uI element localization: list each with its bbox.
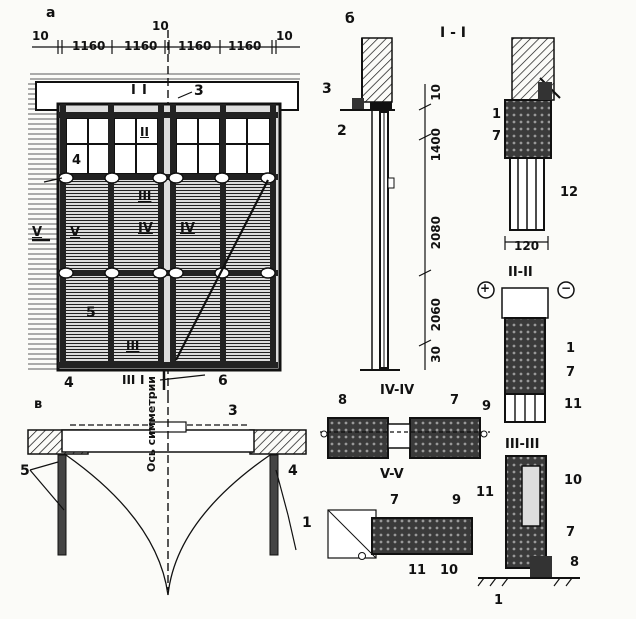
elev-label-6: 6 <box>218 373 228 389</box>
elev-label-I-bottom: I <box>140 373 145 387</box>
section-2-2 <box>477 281 575 423</box>
minus-symbol: − <box>561 281 572 295</box>
elev-label-III-center: III <box>138 189 152 203</box>
sec3-label-10: 10 <box>564 473 583 488</box>
elev-label-IV-right: IV <box>180 221 195 236</box>
dim-side-3: 2080 <box>429 216 443 250</box>
section-4-4 <box>320 417 490 459</box>
sec5-label-11: 11 <box>408 563 427 578</box>
dim-top-center: 10 <box>152 19 169 33</box>
sec1-label-12: 12 <box>560 185 579 200</box>
elev-label-III-lower: III <box>126 339 140 353</box>
plan-view <box>27 395 307 596</box>
sec4-label-7: 7 <box>450 393 460 408</box>
sec1-label-7: 7 <box>492 129 502 144</box>
elev-label-I: I <box>131 83 136 98</box>
view-b-label: б <box>345 11 355 27</box>
dim-120: 120 <box>514 239 540 253</box>
plus-symbol: + <box>480 281 491 295</box>
elev-label-V-inner: V <box>70 225 81 240</box>
plan-label-1: 1 <box>302 515 312 531</box>
plan-label-4: 4 <box>288 463 298 479</box>
sec3-label-11: 11 <box>476 485 495 500</box>
view-v-label: в <box>34 397 43 412</box>
section-1-1 <box>504 37 561 250</box>
sec1-label-1: 1 <box>492 107 502 122</box>
elev-label-I-b: I <box>142 83 147 98</box>
section-3-3 <box>477 455 580 587</box>
dim-side-4: 2060 <box>429 298 443 332</box>
dim-side-5: 30 <box>429 346 443 363</box>
elev-label-IV-left: IV <box>138 221 153 236</box>
dim-top-3: 1160 <box>124 39 158 53</box>
sec5-label-9: 9 <box>452 493 462 508</box>
section-5-5-title: V-V <box>380 467 404 482</box>
dim-top-2: 1160 <box>72 39 106 53</box>
side-section-view <box>340 37 432 371</box>
dim-side-2: 1400 <box>429 128 443 162</box>
sec2-label-11: 11 <box>564 397 583 412</box>
side-label-2: 2 <box>337 123 347 139</box>
sec3-label-1: 1 <box>494 593 504 608</box>
section-4-4-title: IV-IV <box>380 383 415 398</box>
sec5-label-7: 7 <box>390 493 400 508</box>
sec2-label-7: 7 <box>566 365 576 380</box>
sec4-label-8: 8 <box>338 393 348 408</box>
section-5-5 <box>327 509 473 560</box>
sec3-label-8: 8 <box>570 555 580 570</box>
plan-label-5: 5 <box>20 463 30 479</box>
sec2-label-1: 1 <box>566 341 576 356</box>
elev-label-4-upper: 4 <box>72 153 82 168</box>
plan-label-3: 3 <box>228 403 238 419</box>
elev-label-5: 5 <box>86 305 96 321</box>
elev-label-III-bottom: III <box>122 373 136 387</box>
side-label-3: 3 <box>322 81 332 97</box>
elev-label-II: II <box>140 125 149 139</box>
dim-top-5: 1160 <box>228 39 262 53</box>
sec4-label-9: 9 <box>482 399 492 414</box>
sec3-label-7: 7 <box>566 525 576 540</box>
dim-top-6: 10 <box>276 29 293 43</box>
dim-top-1: 10 <box>32 29 49 43</box>
symmetry-axis-label: Ось симметрии <box>145 376 158 472</box>
dim-top-4: 1160 <box>178 39 212 53</box>
elev-label-V-outer: V <box>32 225 43 240</box>
view-a-label: а <box>46 5 56 21</box>
sec5-label-10: 10 <box>440 563 459 578</box>
dim-side-1: 10 <box>429 84 443 101</box>
section-1-1-title: I - I <box>440 25 466 41</box>
section-2-2-title: II-II <box>508 265 533 280</box>
elevation-view <box>28 30 300 395</box>
elev-label-3: 3 <box>194 83 204 99</box>
section-3-3-title: III-III <box>505 437 540 452</box>
elev-label-4-lower: 4 <box>64 375 74 391</box>
